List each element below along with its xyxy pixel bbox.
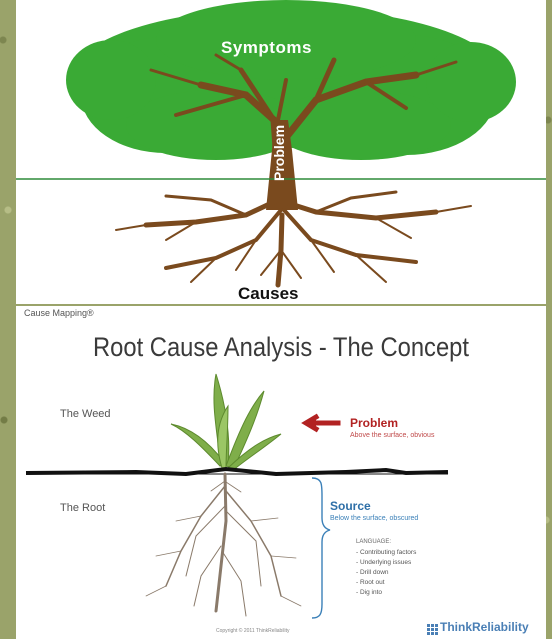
language-item: - Dig into: [356, 589, 382, 596]
cause-mapping-tag: Cause Mapping®: [24, 308, 94, 318]
brand-logo-icon: [427, 624, 438, 635]
weed-roots: [146, 474, 301, 616]
tree-diagram-panel: Symptoms Problem Causes: [16, 0, 546, 304]
tree-roots: [116, 192, 471, 285]
problem-heading: Problem: [350, 416, 398, 430]
weed-leaves: [171, 374, 281, 471]
language-item: - Contributing factors: [356, 549, 416, 556]
weed-label: The Weed: [60, 408, 111, 420]
problem-arrow-icon: [306, 417, 338, 429]
source-heading: Source: [330, 499, 371, 513]
soil-surface: [26, 469, 448, 474]
source-description: Below the surface, obscured: [330, 515, 418, 522]
slide-title: Root Cause Analysis - The Concept: [48, 332, 514, 363]
causes-label: Causes: [238, 284, 298, 304]
problem-description: Above the surface, obvious: [350, 432, 434, 439]
root-label: The Root: [60, 502, 105, 514]
copyright-text: Copyright © 2011 ThinkReliability: [216, 628, 290, 634]
rca-concept-panel: Cause Mapping® Root Cause Analysis - The…: [16, 306, 546, 639]
problem-label: Problem: [271, 125, 287, 181]
language-item: - Drill down: [356, 569, 389, 576]
language-heading: LANGUAGE:: [356, 539, 391, 545]
brand-name: ThinkReliability: [440, 620, 529, 634]
source-brace: [312, 478, 330, 618]
symptoms-label: Symptoms: [221, 38, 312, 58]
language-item: - Underlying issues: [356, 559, 411, 566]
language-item: - Root out: [356, 579, 385, 586]
